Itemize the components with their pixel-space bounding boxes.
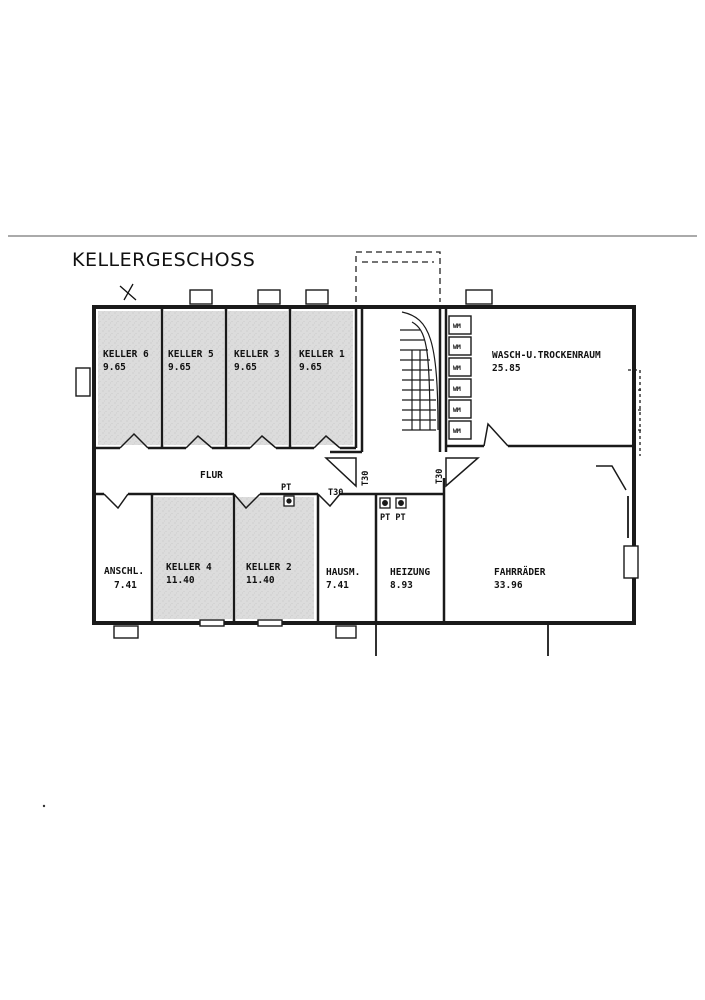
keller6-name: KELLER 6	[103, 349, 149, 360]
stray-dot	[42, 804, 46, 808]
keller5-area: 9.65	[168, 362, 191, 373]
keller6-fill	[98, 311, 160, 445]
wm-label-4: WM	[453, 385, 461, 393]
keller1-fill	[292, 311, 353, 445]
door-swings	[103, 422, 627, 510]
t30-right-label: T30	[435, 469, 445, 484]
waschraum-area: 25.85	[492, 363, 521, 374]
heizung-pt-label: PT PT	[380, 513, 406, 523]
outer-walls	[92, 305, 636, 625]
keller3-fill	[228, 311, 288, 445]
keller4-name: KELLER 4	[166, 562, 212, 573]
wm-label-5: WM	[453, 406, 461, 414]
flur-pt-label: PT	[281, 483, 291, 493]
entrance-canopy	[355, 251, 441, 302]
t30-door-symbols	[324, 457, 480, 488]
keller4-area: 11.40	[166, 575, 195, 586]
keller2-fill	[236, 497, 314, 619]
keller2-name: KELLER 2	[246, 562, 292, 573]
keller2-area: 11.40	[246, 575, 275, 586]
interior-walls	[94, 307, 634, 623]
keller4-fill	[154, 497, 232, 619]
exterior-walls-bottom	[375, 496, 629, 656]
north-mark	[119, 283, 137, 301]
t30-stair-label: T30	[361, 471, 371, 486]
waschraum-name: WASCH-U.TROCKENRAUM	[492, 350, 601, 361]
wm-label-3: WM	[453, 364, 461, 372]
heizung-name: HEIZUNG	[390, 567, 430, 578]
anschl-name: ANSCHL.	[104, 566, 144, 577]
wm-unit-boxes	[448, 315, 472, 440]
keller1-area: 9.65	[299, 362, 322, 373]
keller5-fill	[164, 311, 224, 445]
staircase	[400, 311, 439, 431]
windows	[75, 289, 639, 639]
fahrrader-name: FAHRRÄDER	[494, 567, 546, 578]
heizung-area: 8.93	[390, 580, 413, 591]
wm-label-6: WM	[453, 427, 461, 435]
t30-left-label: T30	[328, 488, 343, 498]
pt-fixtures	[283, 495, 407, 509]
hausm-name: HAUSM.	[326, 567, 360, 578]
hausm-area: 7.41	[326, 580, 349, 591]
flur-name: FLUR	[200, 470, 223, 481]
keller6-area: 9.65	[103, 362, 126, 373]
keller1-name: KELLER 1	[299, 349, 345, 360]
keller3-area: 9.65	[234, 362, 257, 373]
fahrrader-area: 33.96	[494, 580, 523, 591]
wm-label-2: WM	[453, 343, 461, 351]
exterior-light-well	[628, 369, 644, 456]
keller5-name: KELLER 5	[168, 349, 214, 360]
plan-title: KELLERGESCHOSS	[72, 249, 255, 271]
anschl-area: 7.41	[114, 580, 137, 591]
keller3-name: KELLER 3	[234, 349, 280, 360]
wm-label-1: WM	[453, 322, 461, 330]
